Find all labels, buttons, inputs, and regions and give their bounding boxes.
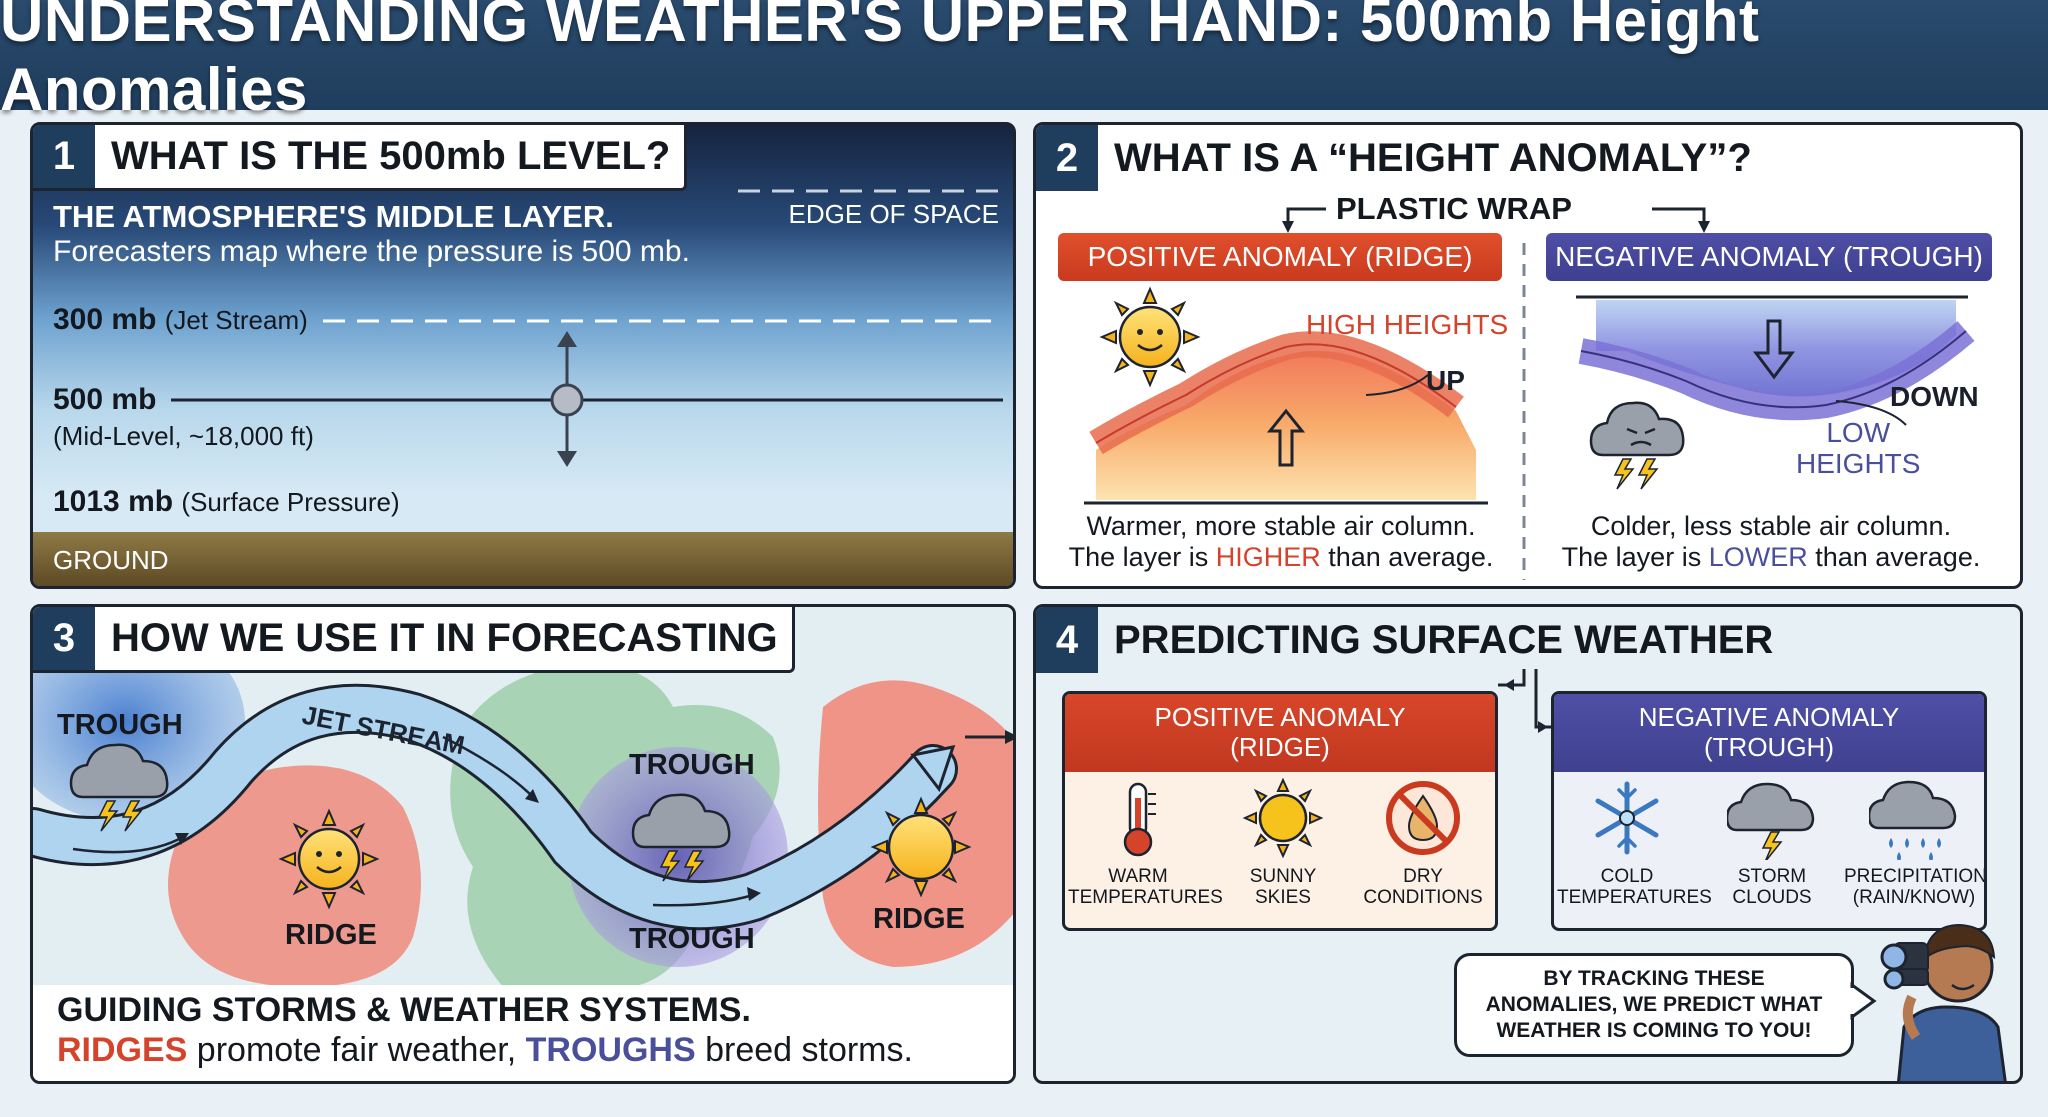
panel-heading: WHAT IS THE 500mb LEVEL? (111, 134, 671, 178)
panel-500mb-level: 1 WHAT IS THE 500mb LEVEL? THE ATMOSPHER… (30, 122, 1016, 589)
negative-caption: Colder, less stable air column. The laye… (1561, 511, 1981, 572)
positive-caption: Warmer, more stable air column. The laye… (1068, 511, 1494, 572)
level-300mb: 300 mb (Jet Stream) (53, 303, 308, 336)
sun-icon (1242, 778, 1324, 859)
down-label: DOWN (1890, 381, 1979, 412)
trough-label: TROUGH (57, 709, 183, 741)
panel-number: 2 (1036, 125, 1098, 191)
storm-cloud-icon (631, 793, 731, 882)
panel-title: 4 PREDICTING SURFACE WEATHER (1036, 607, 1787, 673)
card-header: POSITIVE ANOMALY(RIDGE) (1065, 694, 1495, 772)
plastic-wrap-label: PLASTIC WRAP (1336, 191, 1572, 226)
bottom-text-bg (33, 985, 1013, 1081)
panel-title: 1 WHAT IS THE 500mb LEVEL? (33, 125, 688, 191)
jet-stream-map (33, 622, 1013, 987)
panel-surface-weather: 4 PREDICTING SURFACE WEATHER POSITIVE AN… (1033, 604, 2023, 1084)
sun-icon (870, 796, 972, 898)
lead-text: THE ATMOSPHERE'S MIDDLE LAYER. (53, 199, 614, 234)
anomaly-diagram (1084, 207, 1975, 580)
guiding-storms-text: GUIDING STORMS & WEATHER SYSTEMS. (57, 991, 751, 1029)
panel-forecasting: 3 HOW WE USE IT IN FORECASTING TROUGH TR… (30, 604, 1016, 1084)
sun-icon (1099, 286, 1201, 388)
panel-heading: WHAT IS A “HEIGHT ANOMALY”? (1114, 135, 1752, 180)
no-rain-icon (1386, 781, 1460, 855)
high-heights-label: HIGH HEIGHTS (1306, 309, 1509, 340)
panel-heading: PREDICTING SURFACE WEATHER (1114, 617, 1774, 662)
ridges-troughs-text: RIDGES promote fair weather, TROUGHS bre… (57, 1031, 913, 1069)
storm-cloud-icon (1727, 782, 1815, 860)
positive-anomaly-label: POSITIVE ANOMALY (RIDGE) (1058, 233, 1502, 281)
panel-heading: HOW WE USE IT IN FORECASTING (111, 616, 778, 660)
ground-label: GROUND (53, 545, 169, 575)
card-header: NEGATIVE ANOMALY(TROUGH) (1554, 694, 1984, 772)
sun-icon (278, 808, 380, 910)
ridge-label: RIDGE (285, 919, 377, 951)
edge-of-space-label: EDGE OF SPACE (788, 199, 999, 229)
level-lines-diagram (171, 189, 1003, 467)
level-500mb: 500 mb (53, 383, 157, 416)
forecaster-figure (1848, 923, 2007, 1081)
storm-cloud-icon (69, 743, 169, 832)
page-title: UNDERSTANDING WEATHER'S UPPER HAND: 500m… (0, 0, 1760, 123)
ground-strip (33, 532, 1013, 586)
panel-number: 3 (33, 607, 95, 670)
trough-label: TROUGH (629, 923, 755, 955)
rain-cloud-icon (1869, 780, 1957, 860)
storm-cloud-icon (1589, 401, 1685, 490)
panel-height-anomaly: 2 WHAT IS A “HEIGHT ANOMALY”? (1033, 122, 2023, 589)
sub-text: Forecasters map where the pressure is 50… (53, 235, 690, 268)
panel-title: 2 WHAT IS A “HEIGHT ANOMALY”? (1036, 125, 1766, 191)
connector-lines (1498, 669, 1551, 733)
header-bar: UNDERSTANDING WEATHER'S UPPER HAND: 500m… (0, 0, 2048, 123)
panel-title: 3 HOW WE USE IT IN FORECASTING (33, 607, 795, 673)
thermometer-icon (1123, 782, 1156, 857)
negative-anomaly-label: NEGATIVE ANOMALY (TROUGH) (1546, 233, 1992, 281)
precipitation-item: PRECIPITATION(RAIN/KNOW) (1844, 778, 1984, 908)
panel-number: 1 (33, 125, 95, 188)
trough-label: TROUGH (629, 749, 755, 781)
snowflake-icon (1595, 781, 1659, 855)
up-label: UP (1426, 365, 1465, 396)
panel-number: 4 (1036, 607, 1098, 673)
level-500mb-note: (Mid-Level, ~18,000 ft) (53, 421, 314, 451)
ridge-label: RIDGE (873, 903, 965, 935)
level-1013mb: 1013 mb (Surface Pressure) (53, 485, 400, 518)
